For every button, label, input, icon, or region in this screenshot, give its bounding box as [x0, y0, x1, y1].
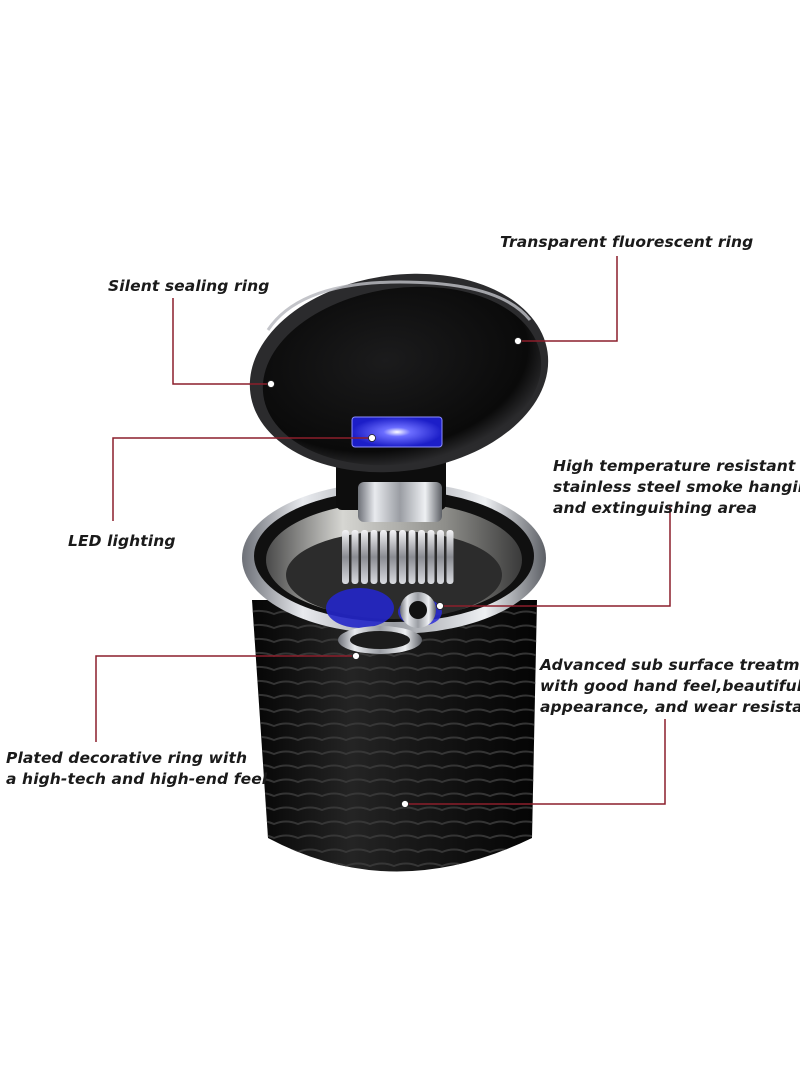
leader-line	[440, 505, 671, 607]
steel-fin	[342, 530, 349, 584]
leader-line	[95, 655, 356, 742]
leader-dot	[368, 434, 376, 442]
leader-line	[405, 719, 666, 805]
leader-line	[112, 437, 372, 521]
callout-led-lighting: LED lighting	[68, 532, 176, 550]
steel-fin	[370, 530, 378, 584]
callout-steel-area-line-3: and extinguishing area	[553, 499, 758, 517]
steel-fin	[418, 530, 425, 584]
leader-dot	[267, 380, 275, 388]
callout-silent-sealing-ring: Silent sealing ring	[108, 277, 270, 295]
steel-fin	[399, 530, 406, 584]
steel-fin	[427, 530, 435, 584]
callout-sub-surface-line-2: with good hand feel,beautiful	[540, 677, 800, 695]
callout-sub-surface-line-1: Advanced sub surface treatment	[540, 656, 800, 674]
callout-sub-surface: Advanced sub surface treatment with good…	[540, 655, 800, 718]
leader-line	[172, 298, 271, 385]
leader-dot	[352, 652, 360, 660]
steel-fin	[446, 530, 454, 584]
leader-dot	[436, 602, 444, 610]
callout-steel-area-line-2: stainless steel smoke hanging	[553, 478, 800, 496]
rubber-texture	[252, 609, 537, 868]
leader-dot	[514, 337, 522, 345]
steel-fin	[351, 530, 359, 584]
steel-fin	[380, 530, 387, 584]
leader-line	[518, 256, 618, 342]
callout-plated-ring: Plated decorative ring with a high-tech …	[6, 748, 267, 790]
leader-dot	[401, 800, 409, 808]
callout-transparent-fluorescent-ring: Transparent fluorescent ring	[500, 233, 754, 251]
callout-steel-area-line-1: High temperature resistant	[553, 457, 796, 475]
callout-plated-ring-line-2: a high-tech and high-end feel	[6, 770, 268, 788]
steel-fin	[361, 530, 368, 584]
callout-sub-surface-line-3: appearance, and wear resistance	[540, 698, 800, 716]
callout-steel-area: High temperature resistant stainless ste…	[553, 456, 800, 519]
steel-fin	[389, 530, 397, 584]
callout-plated-ring-line-1: Plated decorative ring with	[6, 749, 248, 767]
steel-fin	[437, 530, 444, 584]
led-strip	[352, 417, 442, 447]
steel-fin	[408, 530, 416, 584]
